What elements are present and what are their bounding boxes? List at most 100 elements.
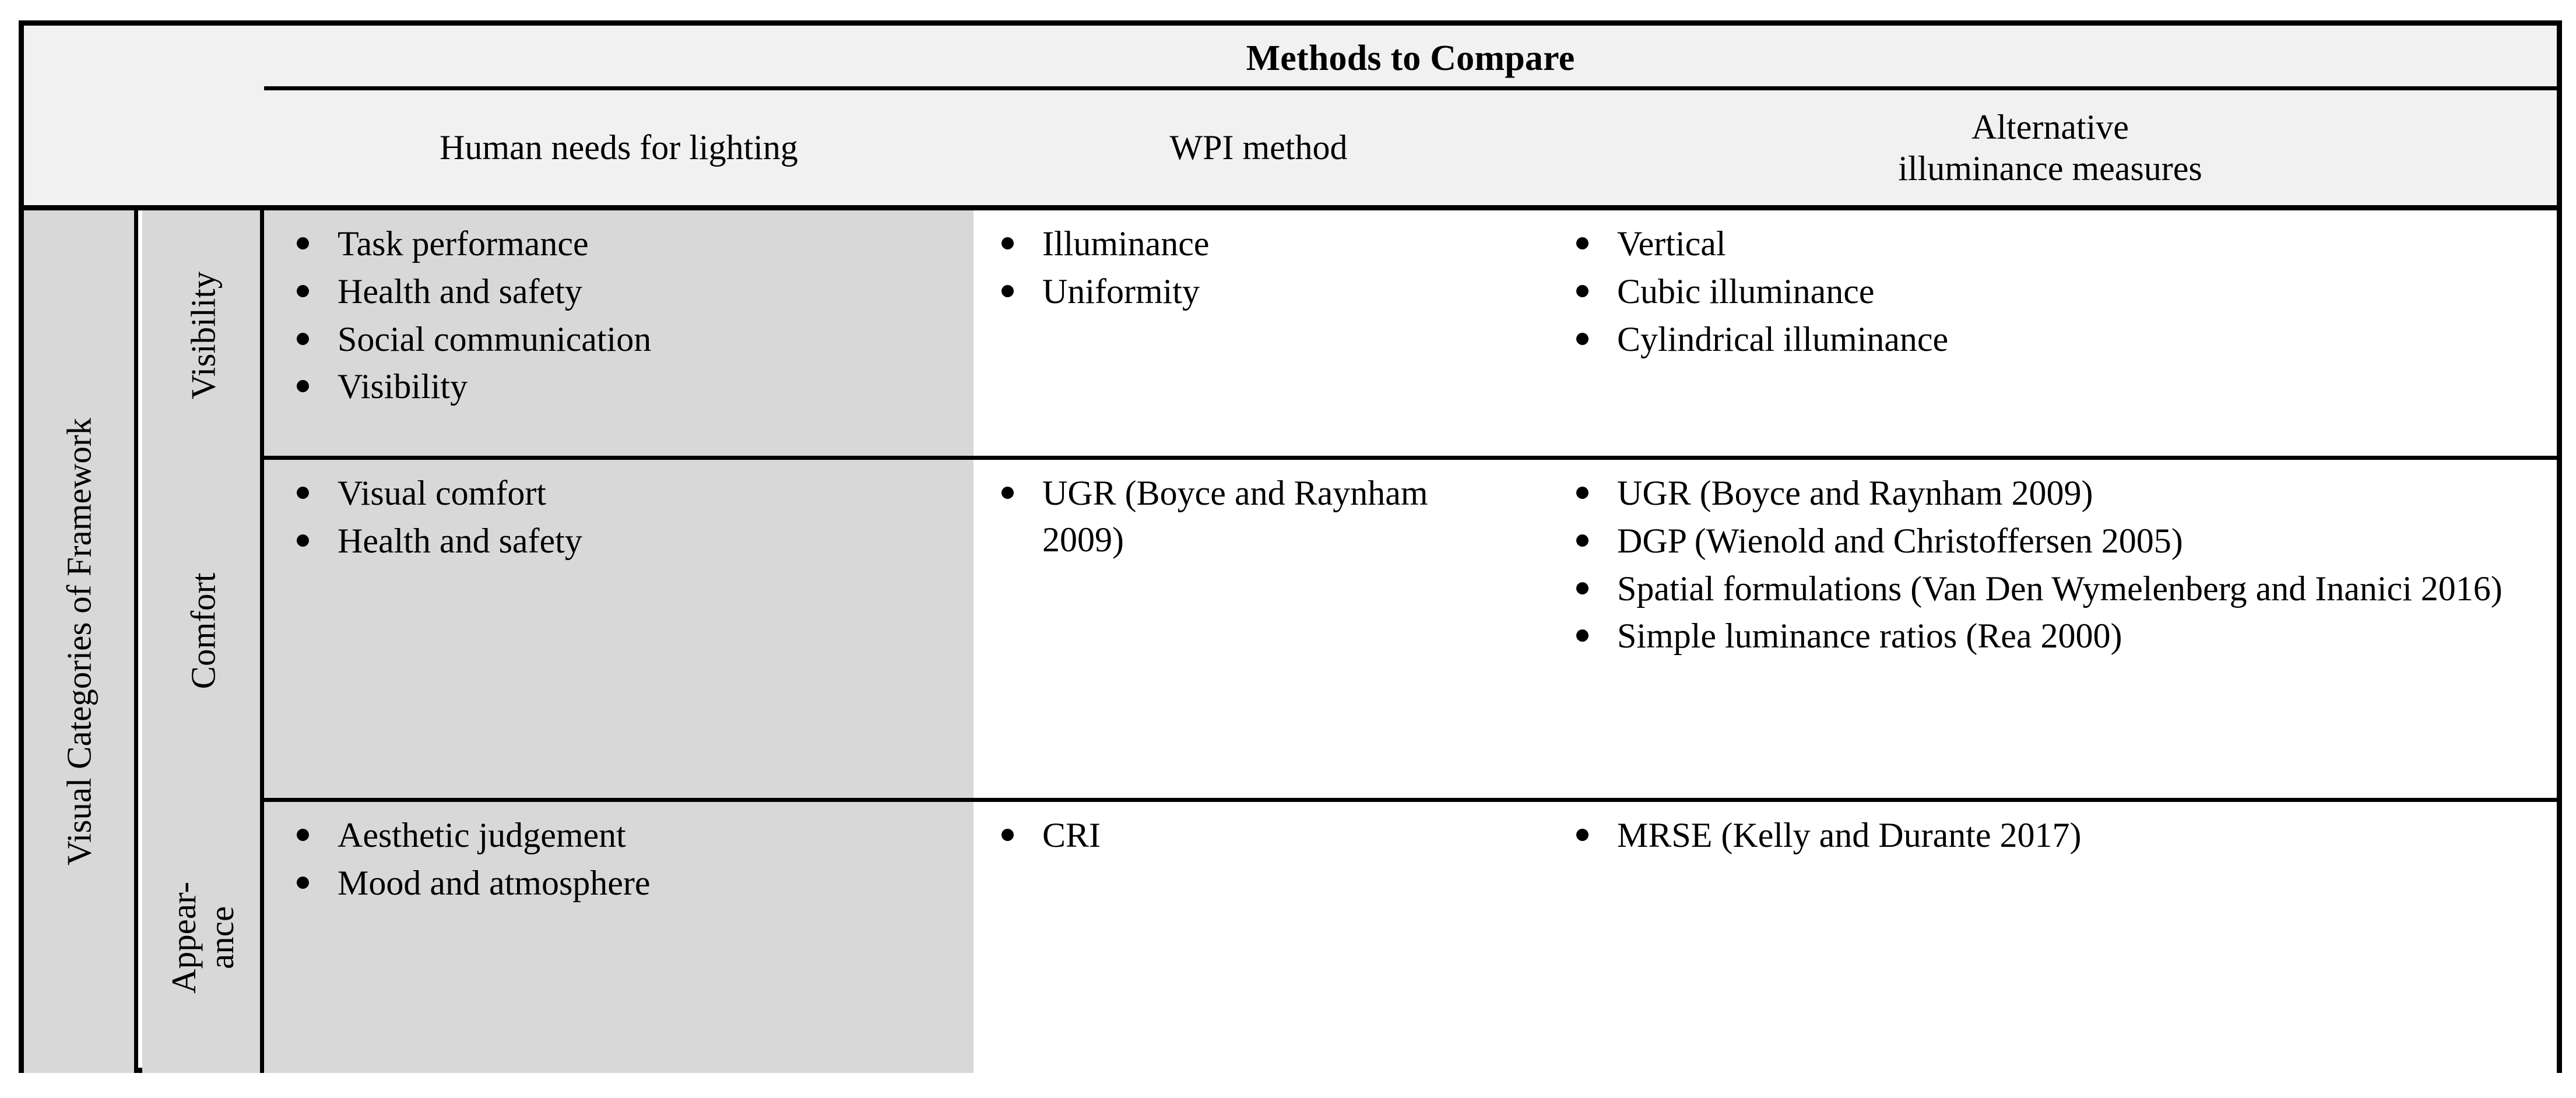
bullet-dot-icon (1576, 534, 1589, 547)
header-corner-spacer (24, 26, 264, 205)
list-item: MRSE (Kelly and Durante 2017) (1544, 812, 2557, 859)
header-column-labels: Human needs for lighting WPI method Alte… (264, 90, 2557, 205)
bullet-dot-icon (1576, 629, 1589, 642)
list-item: Illuminance (974, 221, 1544, 268)
category-label-comfort-text: Comfort (184, 572, 223, 689)
list-item: Cylindrical illuminance (1544, 316, 2557, 363)
list-item-text: MRSE (Kelly and Durante 2017) (1617, 816, 2082, 854)
bullet-list-human-needs: Visual comfort Health and safety (264, 470, 974, 565)
category-label-appearance: Appear- ance (142, 802, 264, 1073)
list-item-text: DGP (Wienold and Christoffersen 2005) (1617, 521, 2183, 560)
list-item-text: Cylindrical illuminance (1617, 319, 1949, 358)
category-label-visibility-text: Visibility (184, 271, 223, 399)
cell-human-needs: Visual comfort Health and safety (264, 460, 974, 798)
bullet-dot-icon (1576, 284, 1589, 297)
row-group-label-text: Visual Categories of Framework (59, 417, 98, 866)
list-item: Simple luminance ratios (Rea 2000) (1544, 613, 2557, 660)
header-divider-rule (264, 86, 2557, 90)
bullet-list-wpi-method: UGR (Boyce and Raynham 2009) (974, 470, 1544, 564)
list-item-text: UGR (Boyce and Raynham 2009) (1042, 474, 1428, 559)
category-label-comfort: Comfort (142, 460, 264, 802)
table-header: Methods to Compare Human needs for light… (24, 26, 2557, 210)
table-row: Aesthetic judgement Mood and atmosphere … (264, 802, 2557, 1073)
cell-wpi-method: UGR (Boyce and Raynham 2009) (974, 460, 1544, 798)
bullet-list-alternative-measures: Vertical Cubic illuminance Cylindrical i… (1544, 221, 2557, 363)
list-item: Health and safety (264, 518, 974, 565)
bullet-dot-icon (1576, 487, 1589, 499)
list-item: Health and safety (264, 269, 974, 315)
bullet-dot-icon (297, 284, 309, 297)
column-header-alternative-measures: Alternative illuminance measures (1544, 90, 2557, 205)
list-item-text: Aesthetic judgement (338, 816, 626, 854)
bullet-dot-icon (1001, 829, 1014, 841)
table-row: Task performance Health and safety Socia… (264, 210, 2557, 460)
list-item-text: Vertical (1617, 224, 1726, 263)
column-header-human-needs: Human needs for lighting (440, 128, 798, 167)
header-methods-group: Methods to Compare Human needs for light… (264, 26, 2557, 205)
cell-human-needs: Task performance Health and safety Socia… (264, 210, 974, 456)
bullet-dot-icon (297, 534, 309, 547)
list-item: CRI (974, 812, 1544, 859)
list-item: Task performance (264, 221, 974, 268)
list-item: Uniformity (974, 269, 1544, 315)
bullet-list-alternative-measures: MRSE (Kelly and Durante 2017) (1544, 812, 2557, 859)
column-header-alt-line1: Alternative (1971, 107, 2129, 146)
bullet-dot-icon (297, 332, 309, 345)
list-item-text: Cubic illuminance (1617, 272, 1875, 311)
list-item: Visibility (264, 364, 974, 410)
list-item-text: Health and safety (338, 521, 582, 560)
cell-alternative-measures: MRSE (Kelly and Durante 2017) (1544, 802, 2557, 1073)
table-body: Visual Categories of Framework Visibilit… (24, 210, 2557, 1073)
cell-wpi-method: CRI (974, 802, 1544, 1073)
list-item: UGR (Boyce and Raynham 2009) (1544, 470, 2557, 517)
bullet-dot-icon (1576, 237, 1589, 249)
list-item: UGR (Boyce and Raynham 2009) (974, 470, 1544, 564)
category-label-column: Visibility Comfort Appear- ance (142, 210, 264, 1073)
list-item: Visual comfort (264, 470, 974, 517)
cell-human-needs: Aesthetic judgement Mood and atmosphere (264, 802, 974, 1073)
list-item: Mood and atmosphere (264, 860, 974, 907)
list-item-text: CRI (1042, 816, 1101, 854)
list-item-text: Visual comfort (338, 474, 546, 512)
list-item: Vertical (1544, 221, 2557, 268)
list-item-text: UGR (Boyce and Raynham 2009) (1617, 474, 2093, 512)
bullet-list-wpi-method: Illuminance Uniformity (974, 221, 1544, 315)
bullet-dot-icon (297, 829, 309, 841)
bullet-list-human-needs: Aesthetic judgement Mood and atmosphere (264, 812, 974, 907)
header-title-methods-to-compare: Methods to Compare (1246, 38, 1575, 78)
bullet-dot-icon (297, 876, 309, 889)
bullet-dot-icon (297, 380, 309, 393)
table-row: Visual comfort Health and safety UGR (Bo… (264, 460, 2557, 802)
list-item-text: Simple luminance ratios (Rea 2000) (1617, 617, 2122, 656)
bullet-list-human-needs: Task performance Health and safety Socia… (264, 221, 974, 410)
column-header-wpi-method: WPI method (1169, 128, 1348, 167)
list-item-text: Spatial formulations (Van Den Wymelenber… (1617, 569, 2503, 608)
list-item-text: Visibility (338, 367, 468, 406)
list-item: DGP (Wienold and Christoffersen 2005) (1544, 518, 2557, 565)
list-item: Cubic illuminance (1544, 269, 2557, 315)
category-label-appearance-text: Appear- ance (164, 881, 241, 994)
row-group-label-visual-categories: Visual Categories of Framework (24, 210, 138, 1073)
bullet-dot-icon (297, 237, 309, 249)
bullet-dot-icon (1576, 332, 1589, 345)
bullet-list-wpi-method: CRI (974, 812, 1544, 859)
cell-wpi-method: Illuminance Uniformity (974, 210, 1544, 456)
bullet-dot-icon (1001, 237, 1014, 249)
list-item-text: Social communication (338, 319, 652, 358)
list-item: Social communication (264, 316, 974, 363)
category-label-appearance-line1: Appear- (164, 881, 203, 994)
column-header-alt-line2: illuminance measures (1898, 149, 2202, 188)
list-item-text: Task performance (338, 224, 589, 263)
category-label-visibility: Visibility (142, 210, 264, 460)
bullet-dot-icon (1576, 582, 1589, 594)
bullet-dot-icon (1576, 829, 1589, 841)
bullet-dot-icon (297, 487, 309, 499)
list-item-text: Health and safety (338, 272, 582, 311)
bullet-dot-icon (1001, 284, 1014, 297)
list-item-text: Illuminance (1042, 224, 1210, 263)
cell-alternative-measures: UGR (Boyce and Raynham 2009) DGP (Wienol… (1544, 460, 2557, 798)
bullet-dot-icon (1001, 487, 1014, 499)
comparison-table: Methods to Compare Human needs for light… (19, 20, 2562, 1073)
bullet-list-alternative-measures: UGR (Boyce and Raynham 2009) DGP (Wienol… (1544, 470, 2557, 660)
list-item: Aesthetic judgement (264, 812, 974, 859)
